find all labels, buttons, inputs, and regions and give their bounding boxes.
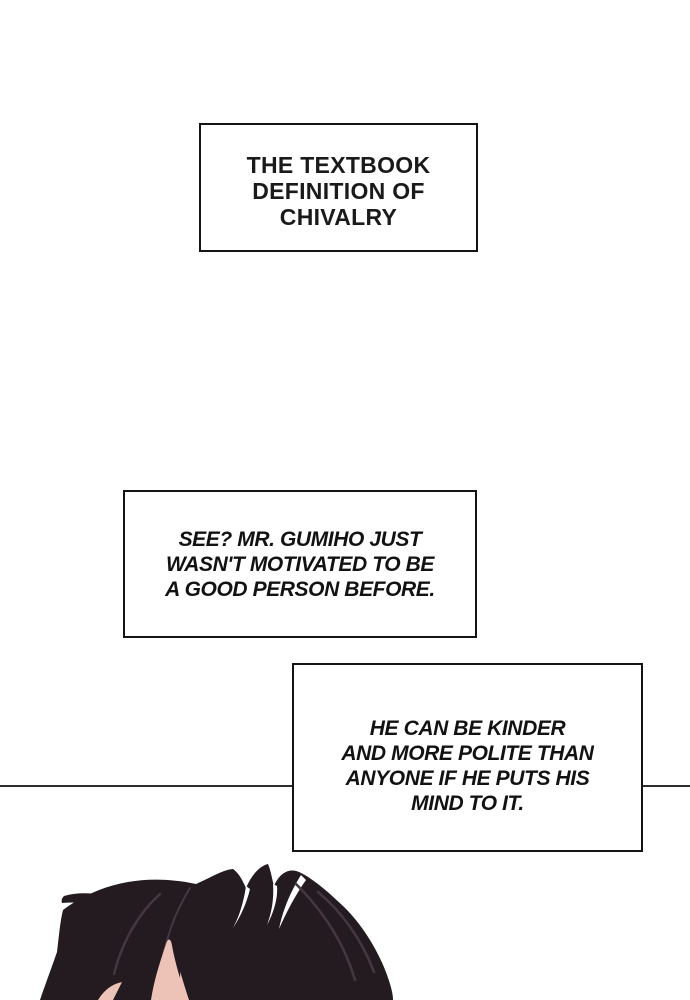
speech-line: ANYONE IF HE PUTS HIS bbox=[345, 766, 590, 790]
hair-dome bbox=[40, 864, 393, 1000]
speech-line: SEE? MR. GUMIHO JUST bbox=[178, 527, 422, 551]
hair-parting bbox=[233, 886, 250, 928]
hair-wisp-over-skin bbox=[171, 940, 181, 978]
caption-line: CHIVALRY bbox=[279, 203, 398, 230]
speech-box-1: SEE? MR. GUMIHO JUST WASN'T MOTIVATED TO… bbox=[123, 490, 477, 638]
hair-strand-left-3 bbox=[66, 967, 108, 986]
speech-line: AND MORE POLITE THAN bbox=[341, 741, 594, 765]
speech-line: MIND TO IT. bbox=[411, 791, 524, 815]
skin-patch-forehead bbox=[151, 939, 189, 1000]
hair-highlight bbox=[112, 892, 162, 976]
speech-line: HE CAN BE KINDER bbox=[369, 716, 566, 740]
hair-parting bbox=[267, 884, 278, 925]
speech-line: WASN'T MOTIVATED TO BE bbox=[165, 552, 435, 576]
hair-strand-left-2 bbox=[60, 933, 120, 950]
hair-highlight bbox=[316, 890, 376, 974]
hair-strand-left-1 bbox=[61, 893, 130, 915]
caption-line: THE TEXTBOOK bbox=[246, 151, 431, 178]
speech-box-2: HE CAN BE KINDER AND MORE POLITE THAN AN… bbox=[292, 663, 643, 852]
skin-patch-left bbox=[98, 982, 122, 1000]
hair-highlight bbox=[294, 882, 357, 982]
caption-box: THE TEXTBOOK DEFINITION OF CHIVALRY bbox=[199, 123, 478, 252]
character-hair-illustration bbox=[40, 864, 393, 1000]
caption-line: DEFINITION OF bbox=[252, 177, 425, 204]
speech-line: A GOOD PERSON BEFORE. bbox=[165, 577, 435, 601]
